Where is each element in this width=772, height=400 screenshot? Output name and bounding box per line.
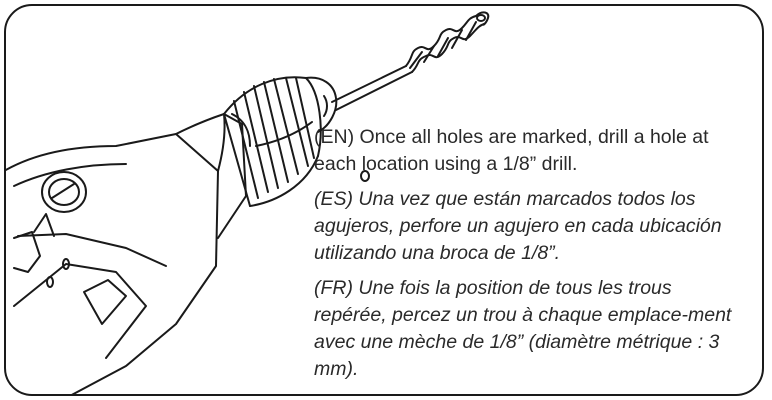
instruction-es: (ES) Una vez que están marcados todos lo… [314,188,722,264]
instruction-text: (EN) Once all holes are marked, drill a … [314,124,744,391]
drill-screw-2 [46,276,54,288]
drill-knob-outer [41,171,87,213]
drill-chuck-collar [175,113,251,239]
drill-trigger [13,231,41,273]
drill-chuck-nose [305,76,338,133]
drill-shell-slot [83,279,127,325]
instruction-fr: (FR) Une fois la position de tous les tr… [314,277,732,380]
drill-chuck [223,76,322,207]
drill-shell-inner [17,233,167,267]
drill-knob-inner [48,178,80,206]
drill-shell-edge [13,163,127,187]
drill-body [6,133,219,394]
drill-screw-1 [62,258,70,270]
instruction-en: (EN) Once all holes are marked, drill a … [314,126,709,175]
drill-bit-flutes [405,15,485,73]
drill-knob-slot [51,183,75,199]
drill-shell-lower [13,263,147,359]
drill-bit-tip [475,11,490,26]
drill-illustration [6,11,490,394]
instruction-panel: (EN) Once all holes are marked, drill a … [4,4,764,396]
drill-shell-notch [33,213,55,237]
marker-circle [360,170,370,182]
drill-bit-shank [331,65,413,111]
